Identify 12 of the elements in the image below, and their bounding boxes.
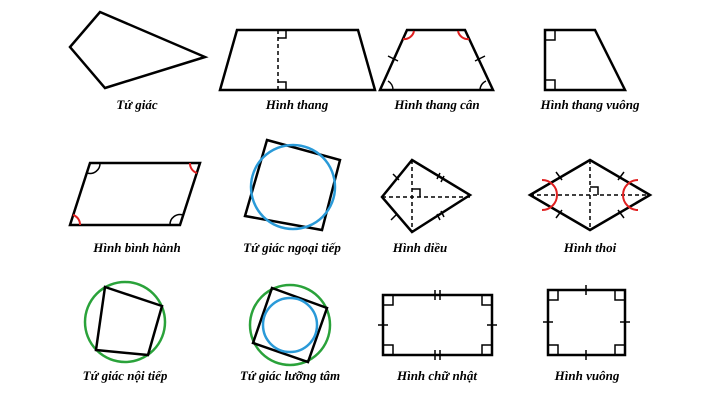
shape-caption: Hình chữ nhật	[396, 368, 478, 384]
shape-caption: Tứ giác	[116, 97, 158, 113]
shape-caption: Hình vuông	[554, 368, 620, 384]
shape-caption: Hình thang cân	[394, 97, 480, 113]
shape-caption: Hình diều	[392, 240, 448, 256]
shape-caption: Tứ giác ngoại tiếp	[243, 240, 341, 256]
shape-caption: Hình thang vuông	[540, 97, 640, 113]
shape-caption: Hình thoi	[564, 240, 616, 256]
shape-caption: Tứ giác lưỡng tâm	[240, 368, 340, 384]
shape-caption: Tứ giác nội tiếp	[82, 368, 168, 384]
shape-caption: Hình thang	[266, 97, 328, 113]
shape-caption: Hình bình hành	[93, 240, 181, 256]
